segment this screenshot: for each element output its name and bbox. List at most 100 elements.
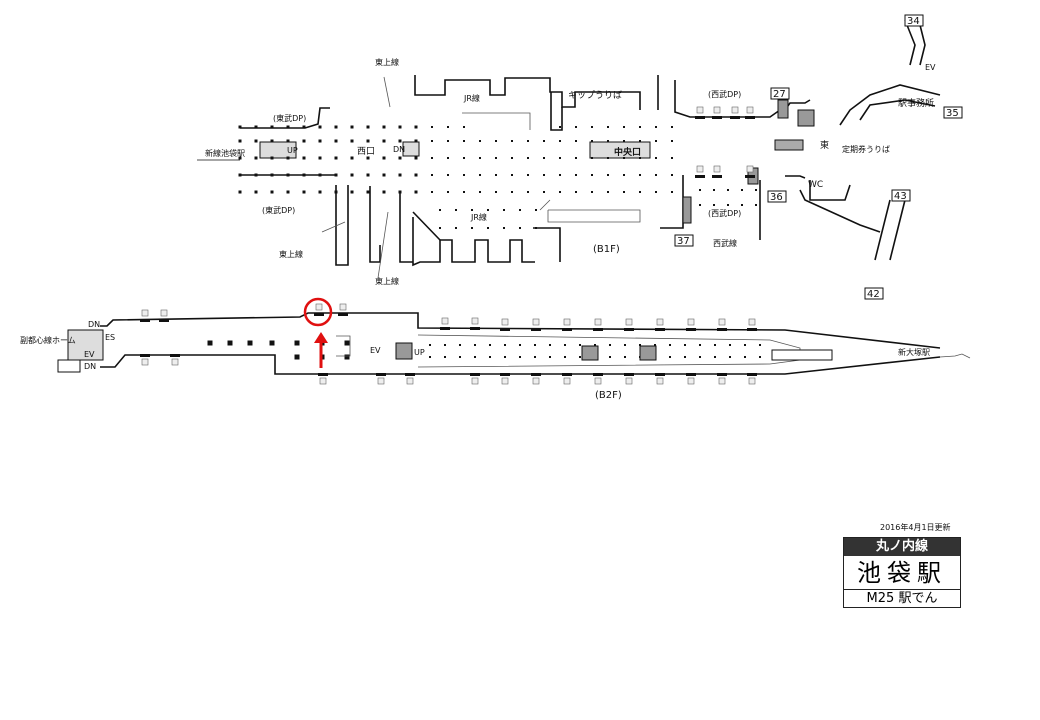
- pillar-dot: [609, 356, 611, 358]
- pillar-dot: [431, 140, 433, 142]
- stairs-east: [797, 109, 815, 127]
- pillar-dot: [759, 344, 761, 346]
- pillar-dot: [447, 157, 449, 159]
- pillar-dot: [414, 156, 418, 160]
- door-mark: [338, 313, 348, 316]
- pillar-dot: [398, 139, 402, 143]
- pillar-dot: [591, 140, 593, 142]
- car-position-marker: [731, 106, 739, 114]
- pillar-dot: [447, 140, 449, 142]
- pillar-dot: [439, 227, 441, 229]
- pillar-dot: [741, 204, 743, 206]
- pillar-dot: [459, 356, 461, 358]
- label-up: UP: [287, 146, 298, 155]
- pillar-dot: [366, 156, 370, 160]
- pillar-dot: [564, 344, 566, 346]
- pillar-dot: [559, 126, 561, 128]
- pillar-dot: [414, 190, 418, 194]
- pillar-dot: [519, 344, 521, 346]
- pillar-dot: [575, 157, 577, 159]
- pillar-dot: [382, 156, 386, 160]
- pillar-dot: [382, 125, 386, 129]
- pillar-dot: [591, 126, 593, 128]
- pillar-dot: [655, 140, 657, 142]
- pillar-dot: [607, 191, 609, 193]
- pillar-dot: [607, 140, 609, 142]
- car-position-marker: [141, 309, 149, 317]
- car-position-marker: [141, 358, 149, 366]
- pillar-dot: [504, 344, 506, 346]
- label-dn: DN: [393, 145, 405, 154]
- pillar-dot: [519, 227, 521, 229]
- door-mark: [314, 313, 324, 316]
- label-tojo-top: 東上線: [375, 57, 399, 67]
- pillar-dot: [639, 191, 641, 193]
- pillar-dot: [270, 156, 274, 160]
- label-b2f-dn-top: DN: [88, 320, 100, 329]
- pillar-dot: [623, 157, 625, 159]
- pillar-dot: [671, 140, 673, 142]
- pillar-dot: [270, 190, 274, 194]
- pillar-dot: [414, 125, 418, 129]
- pillar-dot: [366, 190, 370, 194]
- pillar-dot: [487, 209, 489, 211]
- label-jr-upper: JR線: [463, 93, 480, 103]
- pillar-dot: [254, 125, 258, 129]
- pillar-dot: [269, 340, 275, 346]
- pillar-dot: [495, 157, 497, 159]
- car-position-marker: [656, 318, 664, 326]
- pillar-dot: [474, 356, 476, 358]
- pillar-dot: [479, 140, 481, 142]
- pillar-dot: [504, 356, 506, 358]
- pillar-dot: [684, 344, 686, 346]
- pillar-dot: [713, 204, 715, 206]
- pillar-dot: [318, 125, 322, 129]
- pillar-dot: [318, 139, 322, 143]
- pillar-dot: [455, 227, 457, 229]
- pillar-dot: [669, 344, 671, 346]
- station-legend: 丸ノ内線 池袋駅 M25 駅でん: [843, 537, 961, 608]
- pillar-dot: [607, 174, 609, 176]
- pillar-dot: [639, 157, 641, 159]
- pillar-dot: [344, 354, 350, 360]
- pillar-dot: [527, 157, 529, 159]
- update-date: 2016年4月1日更新: [880, 523, 951, 532]
- stairs-27: [777, 99, 789, 119]
- pillar-dot: [655, 157, 657, 159]
- car-position-marker: [594, 377, 602, 385]
- pillar-dot: [624, 344, 626, 346]
- pillar-dot: [543, 174, 545, 176]
- pillar-dot: [607, 126, 609, 128]
- label-west-exit: 西口: [357, 146, 375, 157]
- pillar-dot: [444, 356, 446, 358]
- pillar-dot: [527, 174, 529, 176]
- pillar-dot: [654, 344, 656, 346]
- pillar-dot: [579, 344, 581, 346]
- label-seibu-dp-lower: (西武DP): [708, 208, 741, 218]
- label-b2f-es: ES: [105, 333, 115, 342]
- pillar-dot: [729, 356, 731, 358]
- pillar-dot: [744, 356, 746, 358]
- pillar-dot: [238, 125, 242, 129]
- pillar-dot: [474, 344, 476, 346]
- pillar-dot: [254, 190, 258, 194]
- pillar-dot: [366, 173, 370, 177]
- pillar-dot: [334, 190, 338, 194]
- pillar-dot: [503, 209, 505, 211]
- exit-numbers: 27 34 35 36 37 42 43: [674, 14, 963, 300]
- pillar-dot: [669, 356, 671, 358]
- pillar-dot: [609, 344, 611, 346]
- pillar-dot: [713, 189, 715, 191]
- pillar-dot: [535, 227, 537, 229]
- pillar-dot: [429, 344, 431, 346]
- station-name: 池袋駅: [844, 556, 960, 590]
- car-position-marker: [713, 106, 721, 114]
- pillar-dot: [729, 344, 731, 346]
- pillar-dot: [655, 191, 657, 193]
- door-mark: [159, 319, 169, 322]
- pillar-dot: [238, 156, 242, 160]
- car-position-marker: [471, 317, 479, 325]
- car-position-marker: [594, 318, 602, 326]
- pillar-dot: [431, 174, 433, 176]
- pillar-dot: [741, 189, 743, 191]
